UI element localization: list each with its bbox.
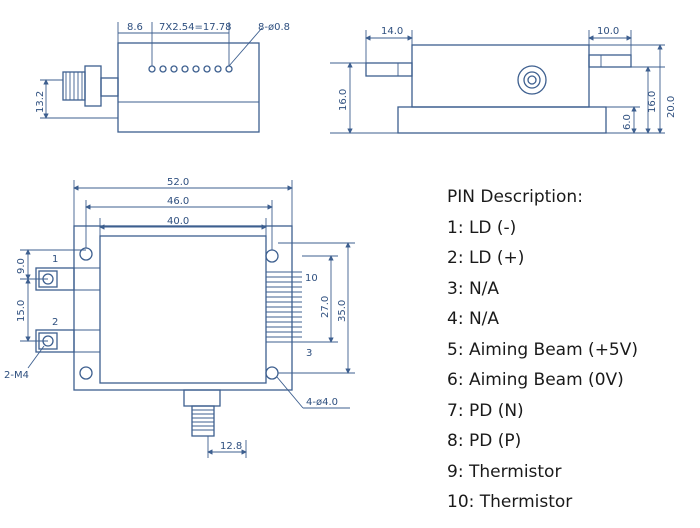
mount-hole-icon xyxy=(265,366,279,380)
dim-9: 9.0 xyxy=(16,258,27,274)
dim-16-left: 16.0 xyxy=(338,89,349,111)
pin-item: 9: Thermistor xyxy=(447,461,562,482)
pin-label-2: 2 xyxy=(52,317,58,328)
aperture-icon xyxy=(517,65,547,95)
dim-12-8: 12.8 xyxy=(220,441,242,452)
pin-description-title: PIN Description: xyxy=(447,187,583,207)
pin-item: 1: LD (-) xyxy=(447,217,517,238)
dim-20: 20.0 xyxy=(666,96,677,118)
dim-16-right: 16.0 xyxy=(647,91,658,113)
dim-thread: 2-M4 xyxy=(4,370,29,381)
pin-item: 7: PD (N) xyxy=(447,400,524,421)
sma-connector-icon xyxy=(62,65,119,107)
pin-row xyxy=(148,65,233,73)
top-left-view: 8.6 7X2.54=17.78 8-ø0.8 13.2 xyxy=(35,22,290,133)
bottom-connector-icon xyxy=(183,389,221,437)
pin-label-3: 3 xyxy=(306,348,312,359)
mount-hole-icon xyxy=(79,366,93,380)
pin-item: 5: Aiming Beam (+5V) xyxy=(447,339,639,360)
dim-pin-span: 7X2.54=17.78 xyxy=(159,22,232,33)
dim-52: 52.0 xyxy=(167,177,189,188)
top-right-view: 14.0 10.0 16.0 20.0 16.0 6.0 xyxy=(330,26,677,134)
main-view: 52.0 46.0 40.0 27.0 35.0 9.0 15.0 2-M4 1… xyxy=(4,177,355,458)
pin-label-10: 10 xyxy=(305,273,318,284)
mount-hole-icon xyxy=(265,249,279,263)
dim-13-2: 13.2 xyxy=(35,91,46,113)
pin-item: 8: PD (P) xyxy=(447,431,522,451)
dim-15: 15.0 xyxy=(16,300,27,322)
dim-pin-holes: 8-ø0.8 xyxy=(258,22,290,33)
pin-item: 4: N/A xyxy=(447,309,500,329)
pin-header-right xyxy=(266,271,302,343)
dim-27: 27.0 xyxy=(320,296,331,318)
dim-6: 6.0 xyxy=(622,114,633,130)
dim-14: 14.0 xyxy=(381,26,403,37)
pin-item: 6: Aiming Beam (0V) xyxy=(447,370,624,390)
pin-description: PIN Description: 1: LD (-) 2: LD (+) 3: … xyxy=(447,182,638,518)
pin-item: 2: LD (+) xyxy=(447,248,525,268)
pin-item: 10: Thermistor xyxy=(447,492,573,512)
dim-holes: 4-ø4.0 xyxy=(306,397,338,408)
pin-item: 3: N/A xyxy=(447,278,500,299)
dim-46: 46.0 xyxy=(167,196,189,207)
dim-40: 40.0 xyxy=(167,216,189,227)
dim-10: 10.0 xyxy=(597,26,619,37)
pin-label-1: 1 xyxy=(52,254,58,265)
dim-35: 35.0 xyxy=(337,300,348,322)
dim-8-6: 8.6 xyxy=(127,22,143,33)
